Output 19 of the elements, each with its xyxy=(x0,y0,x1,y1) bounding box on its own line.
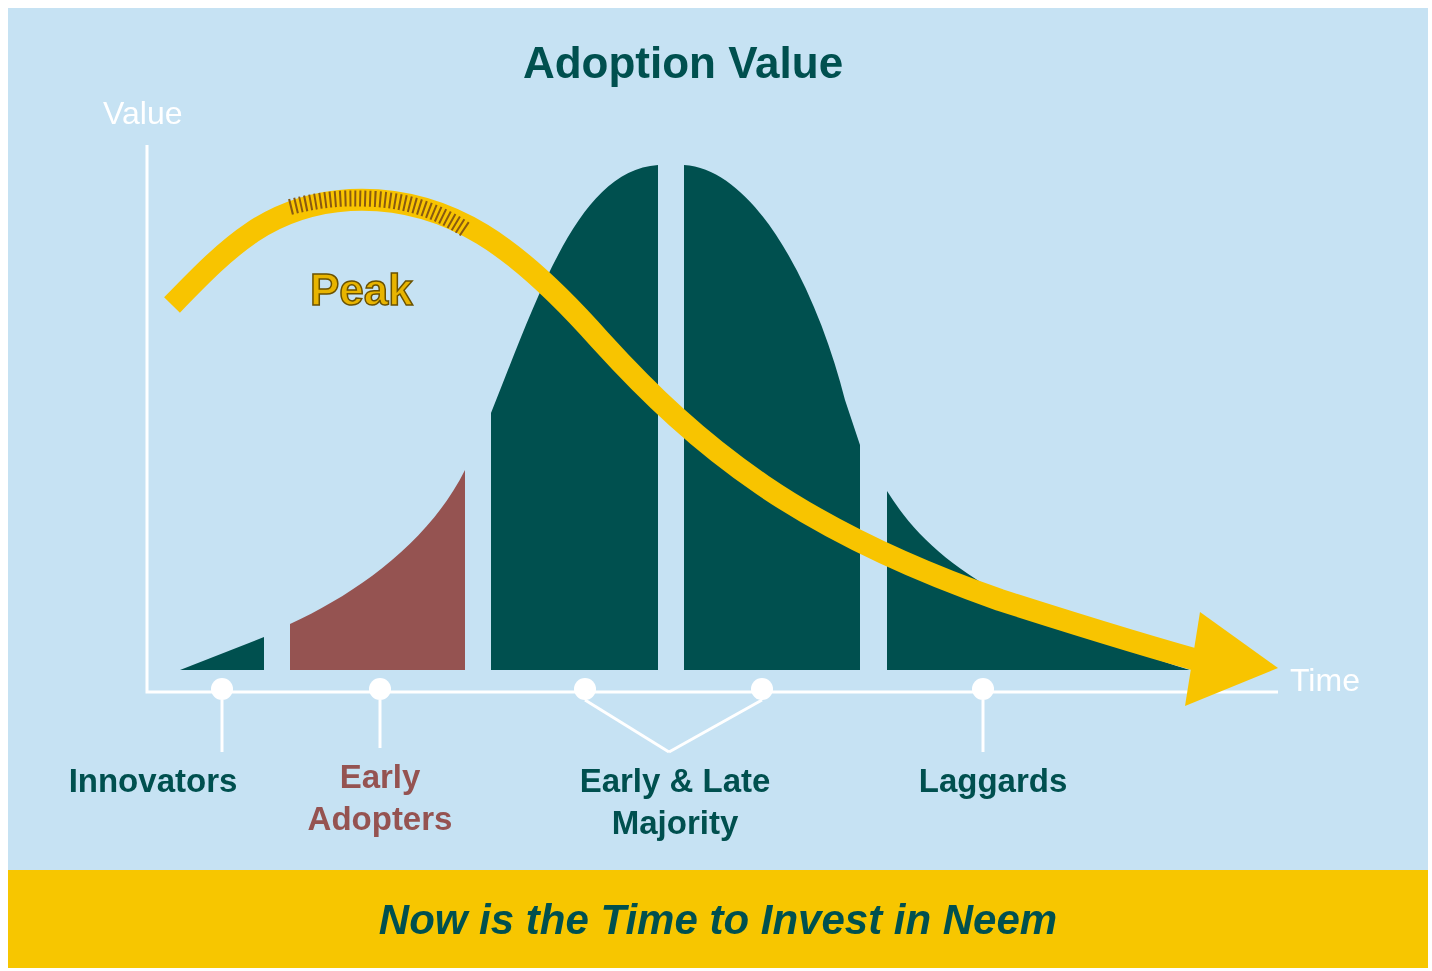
marker-dot xyxy=(972,678,994,700)
leader-line xyxy=(584,698,670,754)
leader-line xyxy=(981,700,985,752)
stage-label: Early Adopters xyxy=(290,756,470,840)
marker-dot xyxy=(369,678,391,700)
caption-text: Now is the Time to Invest in Neem xyxy=(377,896,1059,944)
stage-label: Laggards xyxy=(903,760,1083,802)
leader-line xyxy=(668,698,763,754)
marker-dot xyxy=(211,678,233,700)
axis-label: Time xyxy=(1290,662,1360,699)
stage-label: Innovators xyxy=(53,760,253,802)
leader-line xyxy=(378,700,382,748)
marker-dot xyxy=(751,678,773,700)
leader-line xyxy=(220,700,224,752)
chart-title: Adoption Value xyxy=(521,38,845,88)
axis-label: Value xyxy=(103,95,183,132)
marker-dot xyxy=(574,678,596,700)
stage-label: Early & Late Majority xyxy=(560,760,790,844)
peak-label: Peak xyxy=(310,265,413,315)
